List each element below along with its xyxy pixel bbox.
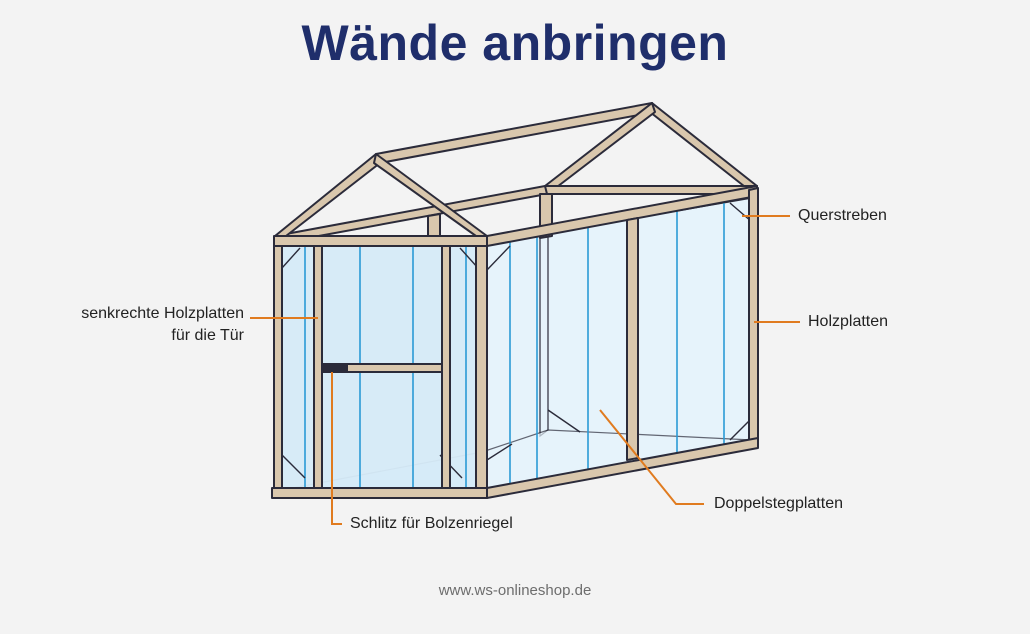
leader-lines [250,215,800,525]
leader-doppelsteg [599,409,704,505]
page-title: Wände anbringen [301,15,729,71]
label-holzplatten: Holzplatten [808,313,889,330]
label-tuer-line2: für die Tür [171,327,244,344]
wall-frame [271,185,759,499]
label-querstreben: Querstreben [798,207,887,224]
side-wall-glass-lines [509,203,725,484]
roof-frame [274,102,758,245]
label-tuer: senkrechte Holzplatten für die Tür [81,303,244,347]
label-doppelsteg: Doppelstegplatten [714,495,843,512]
label-schlitz: Schlitz für Bolzenriegel [350,515,513,532]
leader-schlitz [331,372,342,525]
label-tuer-line1: senkrechte Holzplatten [81,305,244,322]
footer-url[interactable]: www.ws-onlineshop.de [438,582,592,599]
